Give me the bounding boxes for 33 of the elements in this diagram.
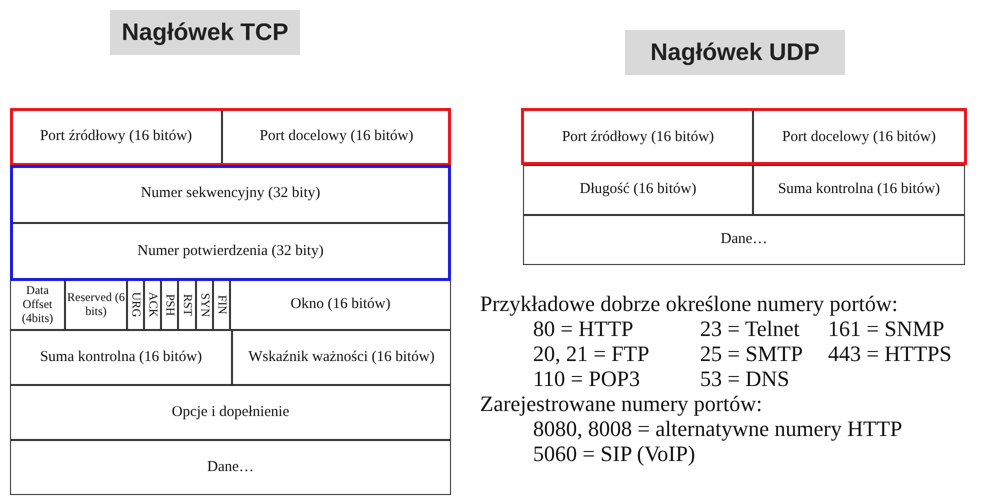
highlight-frame [10, 108, 451, 166]
flag-cell: FIN [213, 280, 230, 330]
header-field: Wskaźnik ważności (16 bitów) [232, 330, 451, 385]
heading-box: Nagłówek TCP [110, 10, 300, 55]
port-entry: 443 = HTTPS [828, 343, 952, 365]
port-entry: 80 = HTTP [533, 318, 634, 340]
port-entry: 53 = DNS [700, 368, 790, 390]
section-heading: Zarejestrowane numery portów: [480, 393, 762, 415]
header-field: Reserved (6 bits) [65, 280, 127, 330]
heading-box: Nagłówek UDP [625, 30, 845, 75]
header-field: Dane… [523, 215, 965, 265]
header-field: Długość (16 bitów) [523, 165, 753, 215]
section-heading: Przykładowe dobrze określone numery portów: [480, 293, 898, 315]
header-field: Opcje i dopełnienie [10, 385, 451, 440]
highlight-frame [10, 165, 451, 281]
flag-cell: SYN [196, 280, 213, 330]
header-field: Dane… [10, 440, 451, 495]
port-entry: 161 = SNMP [828, 318, 944, 340]
header-field: Suma kontrolna (16 bitów) [10, 330, 232, 385]
flag-cell: RST [178, 280, 196, 330]
flag-cell: URG [127, 280, 144, 330]
header-field: Okno (16 bitów) [230, 280, 451, 330]
header-field: Data Offset (4bits) [10, 280, 65, 330]
port-entry: 20, 21 = FTP [533, 343, 650, 365]
port-entry: 23 = Telnet [700, 318, 800, 340]
highlight-frame [521, 108, 967, 165]
header-field: Suma kontrolna (16 bitów) [753, 165, 965, 215]
flag-cell: PSH [161, 280, 178, 330]
flag-cell: ACK [144, 280, 161, 330]
port-entry: 110 = POP3 [533, 368, 640, 390]
port-entry: 5060 = SIP (VoIP) [533, 443, 696, 465]
port-entry: 8080, 8008 = alternatywne numery HTTP [533, 418, 902, 440]
port-entry: 25 = SMTP [700, 343, 803, 365]
